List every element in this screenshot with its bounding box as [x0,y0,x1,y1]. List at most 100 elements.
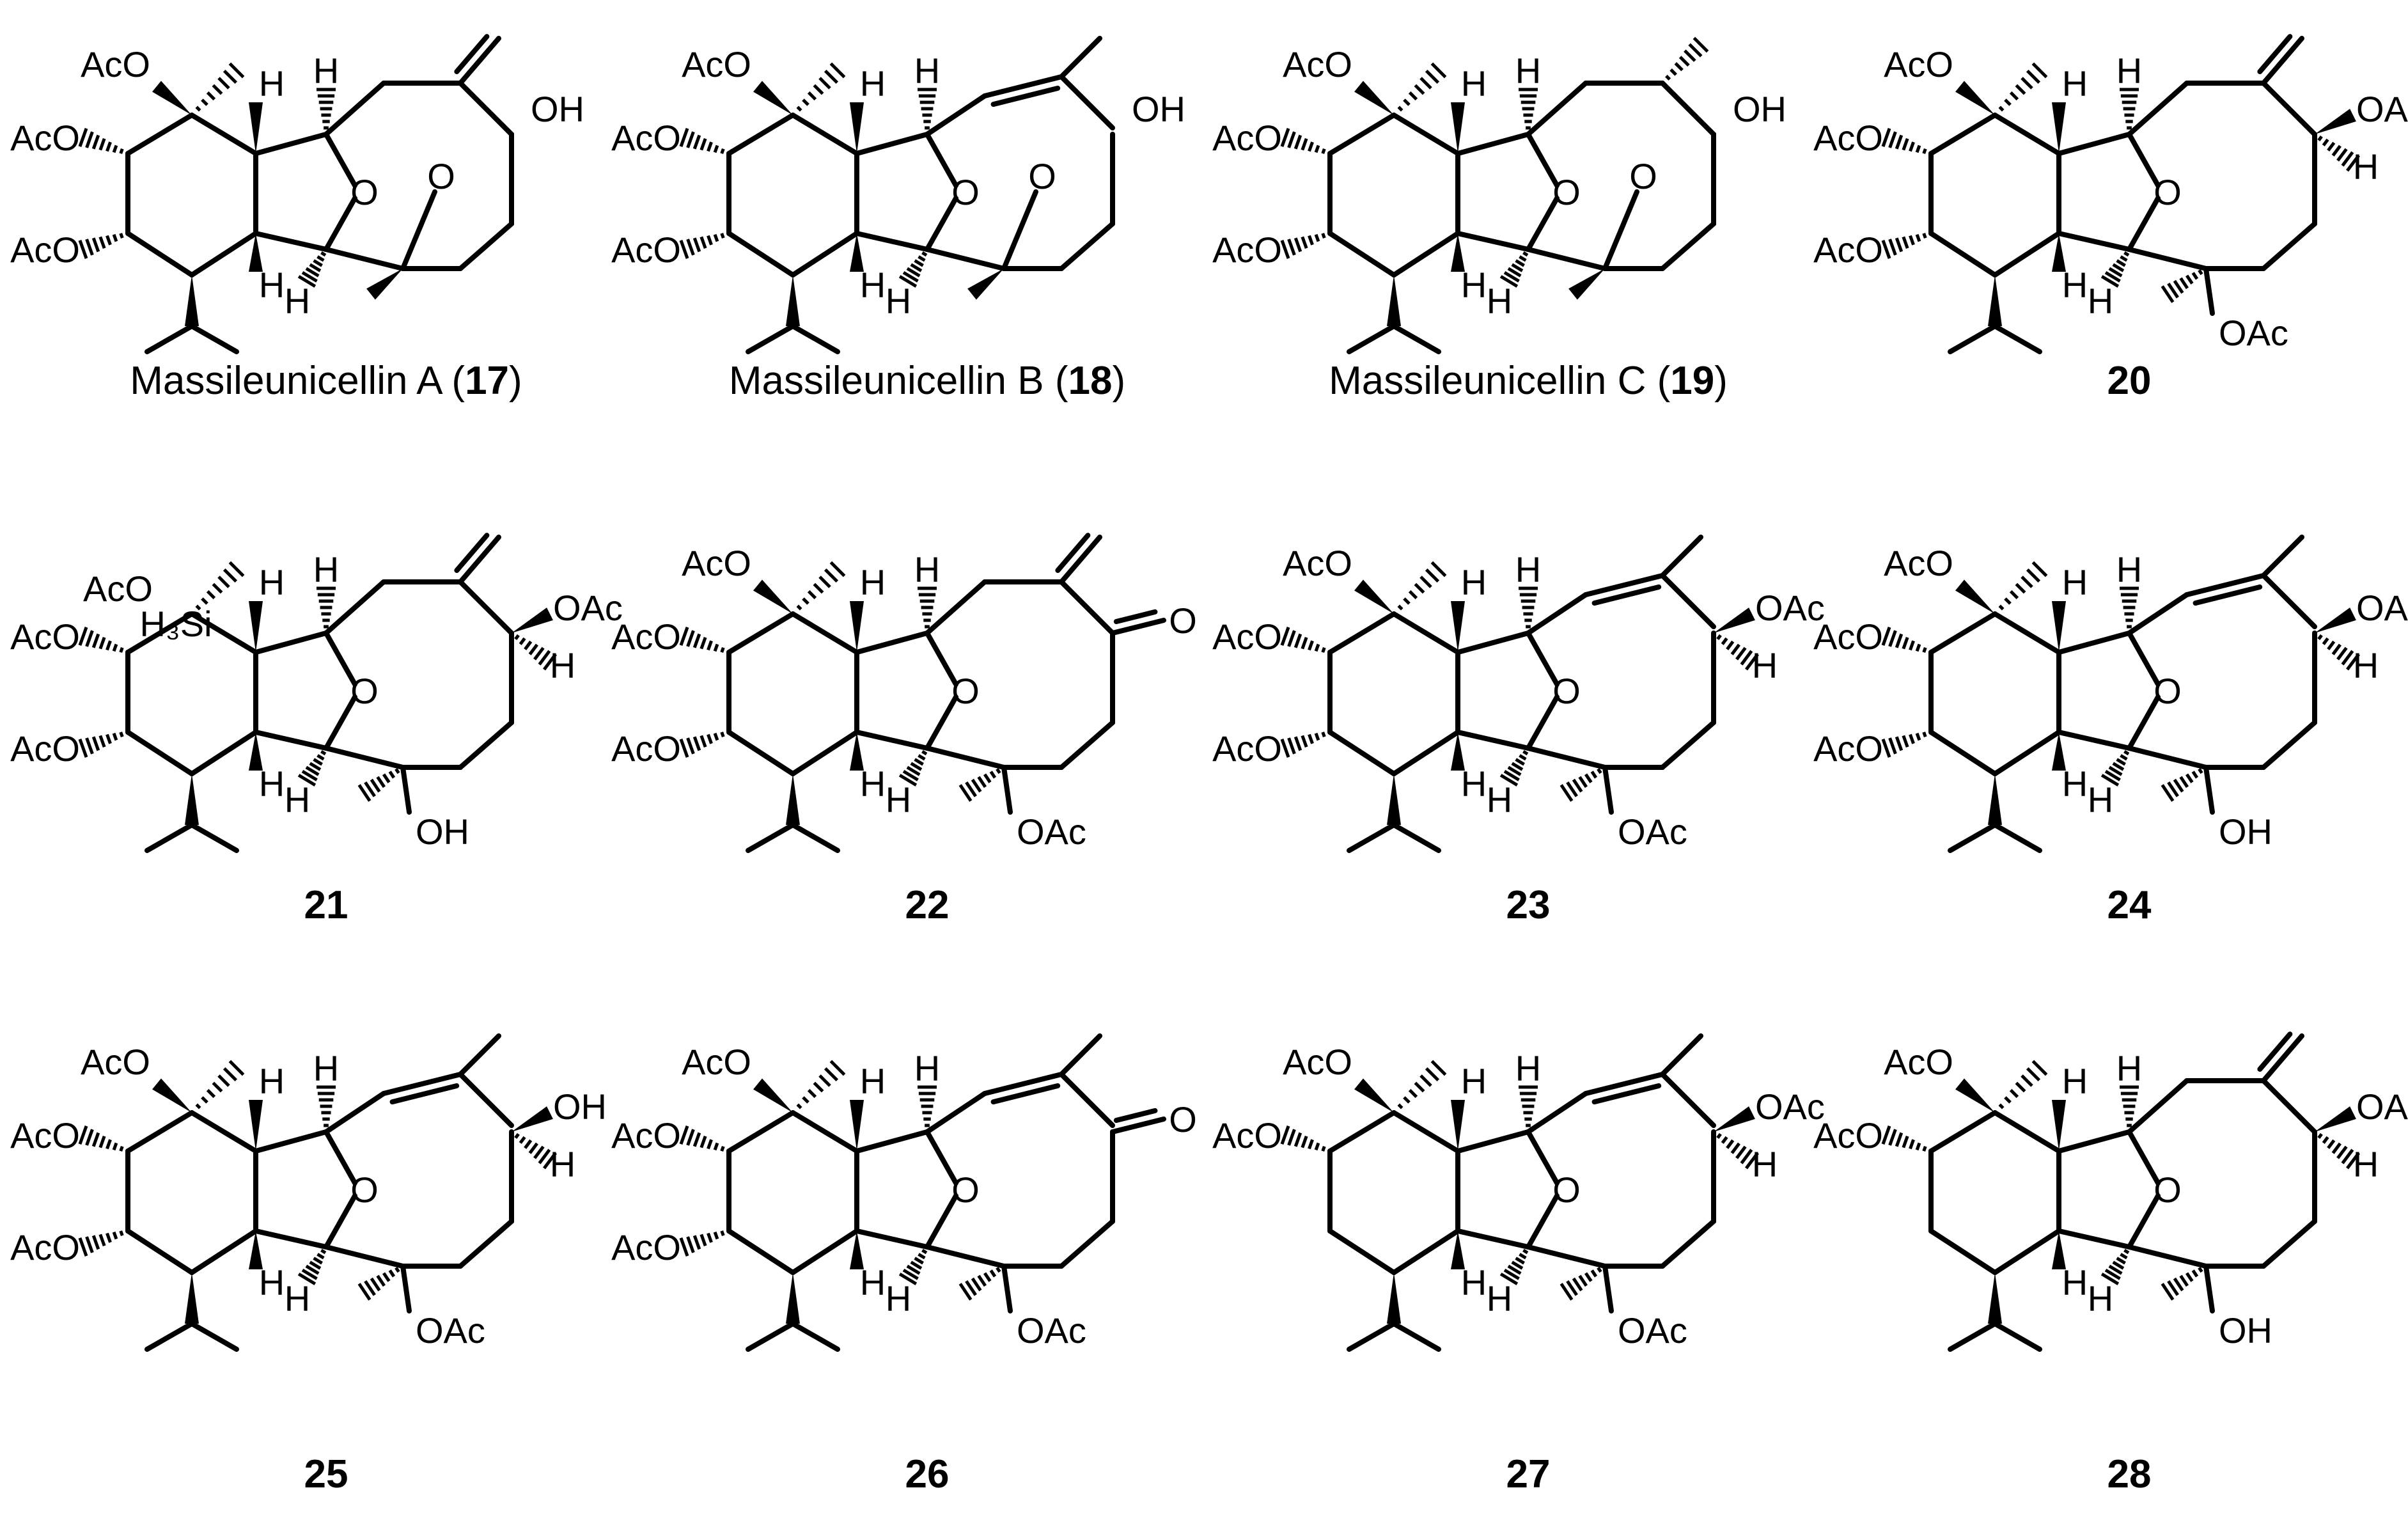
hash-stroke [2120,1253,2128,1260]
hash-stroke [921,750,928,756]
macrocycle-bond [925,746,1006,770]
hydrogen-label: H [550,1144,575,1184]
hash-stroke [514,634,520,641]
hash-stroke [707,733,713,744]
hydrogen-label: H [2116,1048,2142,1088]
h-wedge [1451,233,1465,272]
acetoxy-label: OAc [2219,313,2288,353]
cyclohexane-bond [1928,113,1998,156]
macrocycle-bond [1059,1072,1115,1128]
isopropyl-wedge [1988,275,2002,326]
hash-stroke [106,1139,112,1150]
h-hash [918,586,937,629]
hash-stroke [1519,1253,1527,1260]
hash-stroke [85,1236,94,1253]
hash-stroke [91,1235,100,1250]
macrocycle-bond [2127,247,2209,271]
ether-oxygen: O [350,1170,379,1210]
hash-stroke [78,240,88,259]
ether-bond [1526,196,1560,252]
isopropyl-bond [189,1321,239,1352]
h-wedge [249,1231,263,1269]
hash-stroke [201,597,208,605]
oac-hash [78,233,124,259]
hydrogen-label: H [2062,764,2088,804]
hash-stroke [1716,1132,1722,1140]
cyclohexane-bond [726,730,795,776]
hash-stroke [1321,148,1326,154]
hash-stroke [1287,630,1296,647]
h-hash [2100,750,2130,787]
hash-stroke [1665,74,1671,81]
hash-stroke [301,769,318,781]
oac-wedge [152,81,192,115]
hash-stroke [2322,138,2329,146]
hash-stroke [2185,773,2194,783]
alkene-bond [982,1072,1064,1096]
hash-stroke [686,239,695,256]
hydrogen-label: H [1752,645,1778,686]
hash-stroke [91,633,100,648]
oac-wedge [152,1078,192,1113]
methyl-wedge [967,269,1004,300]
ether-bond [2127,132,2161,188]
hash-stroke [223,69,238,84]
acetoxy-label: OAc [2356,588,2408,628]
hash-stroke [201,1096,208,1104]
hash-stroke [2191,272,2199,280]
macrocycle-bond [1526,746,1607,770]
hydrogen-label: H [259,1262,285,1303]
compound-number: 25 [304,1452,348,1496]
hash-stroke [906,267,921,278]
acetoxy-label: AcO [10,728,80,769]
hash-stroke [898,275,918,288]
macrocycle-bond [925,93,987,137]
hydrogen-label: H [2088,780,2113,820]
isopropyl-bond [145,1321,194,1352]
hash-stroke [2015,1081,2026,1093]
acetoxy-label: OAc [1755,1086,1825,1127]
hydrogen-label: H [1515,549,1541,590]
compound-number: 18 [1068,359,1113,403]
hash-stroke [692,134,701,150]
hash-stroke [1430,561,1447,577]
isopropyl-bond [746,1321,795,1352]
hash-stroke [2104,769,2121,781]
hash-stroke [958,1283,973,1301]
isopropyl-wedge [1387,275,1401,326]
hash-stroke [2167,282,2179,299]
hash-stroke [707,235,713,246]
macrocycle-bond [1059,221,1115,271]
macrocycle-bond [2127,592,2189,636]
hash-stroke [1287,737,1296,755]
methyl-hash [357,1267,400,1301]
macrocycle-bond [1059,579,1115,636]
hash-stroke [1499,774,1519,787]
hash-stroke [98,636,106,650]
double-bond-inner [1055,533,1091,573]
hash-stroke [2173,778,2184,793]
isopropyl-bond [1948,822,1998,853]
cyclohexane-bond [726,231,795,278]
h-wedge [1451,601,1465,652]
h-hash [2317,1132,2360,1170]
ring-bond [1455,631,1531,655]
hash-stroke [1301,1135,1308,1148]
substituent-bond [2203,1264,2215,1313]
hydroxy-label: OH [2219,1310,2272,1351]
double-bond-inner [2257,1031,2293,1072]
hash-stroke [320,750,327,756]
h-hash [898,1249,928,1285]
hash-stroke [1730,643,1740,655]
macrocycle-bond [324,1091,386,1134]
oac-hash [679,128,725,154]
cyclohexane-bond [1391,611,1460,655]
compound-label-27: 27 [1228,1452,1829,1497]
cyclohexane-bond [1391,730,1460,776]
hash-stroke [1321,732,1326,738]
hash-stroke [395,768,400,774]
hydrogen-label: H [259,562,285,602]
h-hash [297,1249,327,1285]
methyl-bond [2261,535,2304,578]
